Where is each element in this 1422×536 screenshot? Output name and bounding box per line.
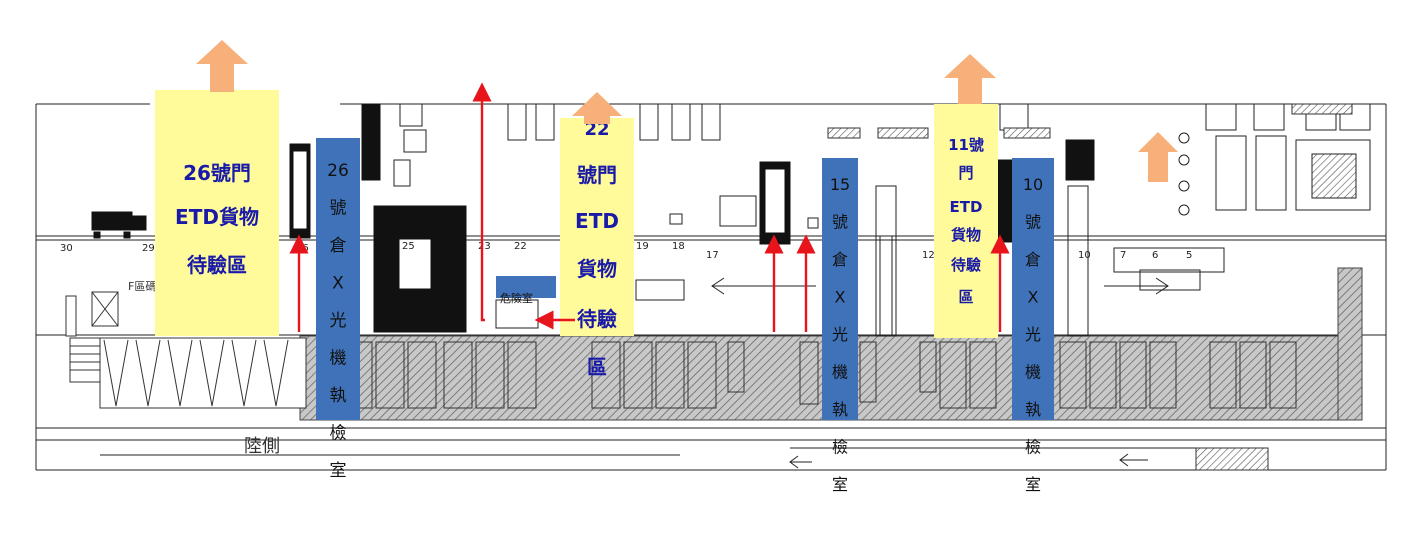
xray-room-caption-char: 執	[832, 400, 848, 419]
xray-room-caption-char: 光	[1025, 325, 1041, 344]
gate-number: 18	[672, 241, 685, 252]
xray-room-caption-char: X	[332, 274, 344, 294]
xray-room-caption-char: 檢	[330, 424, 347, 444]
etd-zone-line: 待驗	[577, 307, 617, 331]
etd-zone-line: ETD	[950, 198, 983, 216]
gate-number: 17	[706, 250, 719, 261]
xray-room-caption-char: 機	[832, 363, 848, 382]
xray-room-caption-char: 光	[832, 325, 848, 344]
gate-number: 5	[1186, 250, 1192, 261]
xray-room-caption-char: 號	[1025, 213, 1041, 232]
direction-arrows	[711, 277, 1169, 469]
up-arrow-icon	[1138, 132, 1178, 182]
inspection-room-label: 危險室	[500, 291, 533, 305]
etd-zone-line: 區	[587, 355, 607, 379]
xray-room-caption-char: 室	[832, 475, 848, 494]
xray-room-caption-char: 15	[830, 175, 850, 194]
warehouse-rack-details	[293, 151, 785, 289]
etd-zone-line: ETD	[575, 209, 619, 233]
xray-room-caption-char: 執	[330, 386, 347, 406]
red-flow-arrows	[289, 82, 1010, 332]
xray-room-caption-char: 號	[832, 213, 848, 232]
xray-room-caption-char: X	[835, 288, 846, 307]
gate-number: 22	[514, 241, 527, 252]
land-side-label: 陸側	[244, 436, 280, 457]
orange-up-arrows	[196, 40, 1178, 182]
etd-zone-gate-26: 26號門 ETD貨物 待驗區	[155, 90, 279, 336]
etd-zone-line: 待驗區	[187, 253, 247, 277]
etd-zone-line: 待驗	[951, 256, 981, 274]
etd-zone-line: 貨物	[951, 226, 981, 244]
xray-room-caption-char: 檢	[832, 438, 848, 457]
xray-room-10	[1012, 158, 1054, 420]
xray-room-caption-char: 檢	[1025, 438, 1041, 457]
xray-room-caption-char: 執	[1025, 400, 1041, 419]
gate-number: 12	[922, 250, 935, 261]
etd-zone-line: 22	[584, 119, 609, 140]
xray-room-caption-char: 10	[1023, 175, 1043, 194]
xray-room-caption-char: 倉	[832, 250, 848, 269]
roof-hatch-strips	[827, 103, 1353, 471]
column-markers	[1178, 132, 1190, 216]
truck-icon	[91, 211, 147, 239]
xray-room-caption-char: 號	[330, 199, 347, 219]
xray-room-caption-char: 室	[1025, 475, 1041, 494]
etd-zone-line: 區	[958, 288, 973, 306]
xray-room-caption-char: 26	[327, 161, 349, 181]
etd-zone-line: 門	[958, 164, 973, 182]
gate-number: 6	[1152, 250, 1158, 261]
inspection-room	[496, 276, 556, 298]
etd-zone-line: 26號門	[183, 161, 251, 185]
gate-number: 30	[60, 243, 73, 254]
gate-number: 7	[1120, 250, 1126, 261]
xray-room-caption-char: X	[1028, 288, 1039, 307]
xray-room-26	[316, 138, 360, 420]
dock-right-hatch	[1337, 267, 1363, 421]
xray-room-caption-char: 室	[330, 461, 347, 481]
misc-structures	[393, 103, 1371, 337]
gate-number: 23	[478, 241, 491, 252]
etd-zone-gate-22: 22 號門 ETD 貨物 待驗 區	[560, 118, 634, 379]
etd-zone-gate-11: 11號 門 ETD 貨物 待驗 區	[934, 104, 998, 338]
up-arrow-icon	[196, 40, 248, 92]
xray-room-caption-char: 倉	[1025, 250, 1041, 269]
etd-zone-line: 11號	[948, 136, 984, 154]
gate-number: 25	[402, 241, 415, 252]
etd-zone-line: ETD貨物	[175, 205, 259, 229]
up-arrow-icon	[944, 54, 996, 104]
red-arrow-icon	[472, 82, 492, 322]
xray-room-caption-char: 機	[1025, 363, 1041, 382]
xray-room-caption-char: 光	[330, 311, 347, 331]
left-dock	[65, 291, 307, 409]
etd-zone-line: 號門	[577, 163, 617, 187]
xray-room-15	[822, 158, 858, 420]
xray-room-caption-char: 機	[330, 349, 347, 369]
etd-zone-line: 貨物	[577, 257, 617, 281]
gate-number: 19	[636, 241, 649, 252]
up-arrow-icon	[572, 92, 622, 124]
xray-room-caption-char: 倉	[330, 236, 347, 256]
gate-number: 29	[142, 243, 155, 254]
gate-number: 10	[1078, 250, 1091, 261]
